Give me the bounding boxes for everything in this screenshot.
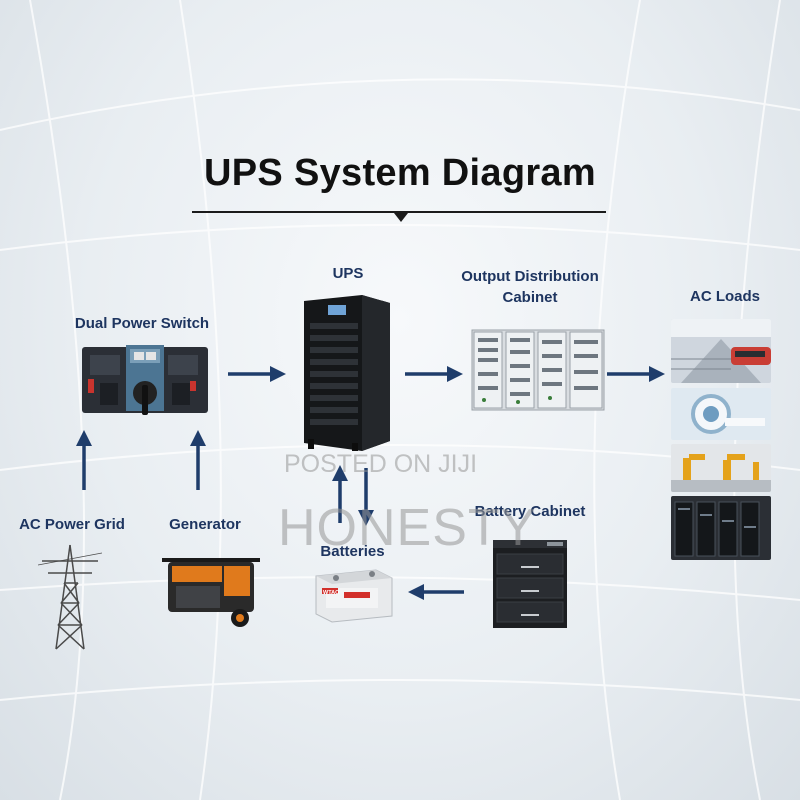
generator-image bbox=[162, 558, 260, 627]
battery-cabinet-image bbox=[493, 540, 567, 628]
label-battery-cabinet: Battery Cabinet bbox=[474, 503, 586, 520]
dual-power-switch-image bbox=[82, 345, 208, 415]
arrow-grid-to-switch bbox=[76, 430, 92, 490]
label-ac-loads: AC Loads bbox=[689, 288, 760, 305]
label-ac-power-grid: AC Power Grid bbox=[19, 516, 125, 533]
page-title: UPS System Diagram bbox=[204, 152, 596, 194]
transmission-tower-image bbox=[38, 544, 102, 650]
ac-load-image-factory bbox=[671, 444, 771, 492]
label-generator: Generator bbox=[169, 516, 241, 533]
arrow-switch-to-ups bbox=[228, 366, 286, 382]
ac-load-image-server-room bbox=[671, 496, 771, 560]
label-dual-power-switch: Dual Power Switch bbox=[74, 315, 210, 332]
watermark-posted-on-jiji: POSTED ON JIJI bbox=[284, 450, 478, 478]
arrow-ups-to-batteries bbox=[358, 468, 374, 526]
ac-load-image-medical bbox=[671, 388, 771, 440]
label-output-cabinet-line2: Cabinet bbox=[502, 289, 558, 306]
title-pointer bbox=[394, 213, 408, 222]
arrow-cabinet-to-loads bbox=[607, 366, 665, 382]
arrow-generator-to-switch bbox=[190, 430, 206, 490]
arrow-ups-to-cabinet bbox=[405, 366, 463, 382]
battery-brand-text: WTAO bbox=[323, 590, 340, 596]
label-output-cabinet: Output Distribution Cabinet bbox=[440, 266, 620, 308]
label-batteries: Batteries bbox=[320, 543, 385, 560]
label-output-cabinet-line1: Output Distribution bbox=[461, 268, 599, 285]
arrow-battery-cabinet-to-batteries bbox=[408, 584, 464, 600]
arrow-batteries-to-ups bbox=[332, 465, 348, 523]
ups-cabinet-image bbox=[304, 295, 390, 451]
watermark-honesty: HONESTY bbox=[278, 499, 537, 557]
battery-image: WTAO bbox=[315, 569, 393, 623]
title-underline bbox=[192, 211, 606, 213]
output-distribution-cabinet-image bbox=[471, 329, 605, 411]
label-ups: UPS bbox=[332, 265, 364, 282]
ac-load-image-rail bbox=[671, 319, 771, 383]
